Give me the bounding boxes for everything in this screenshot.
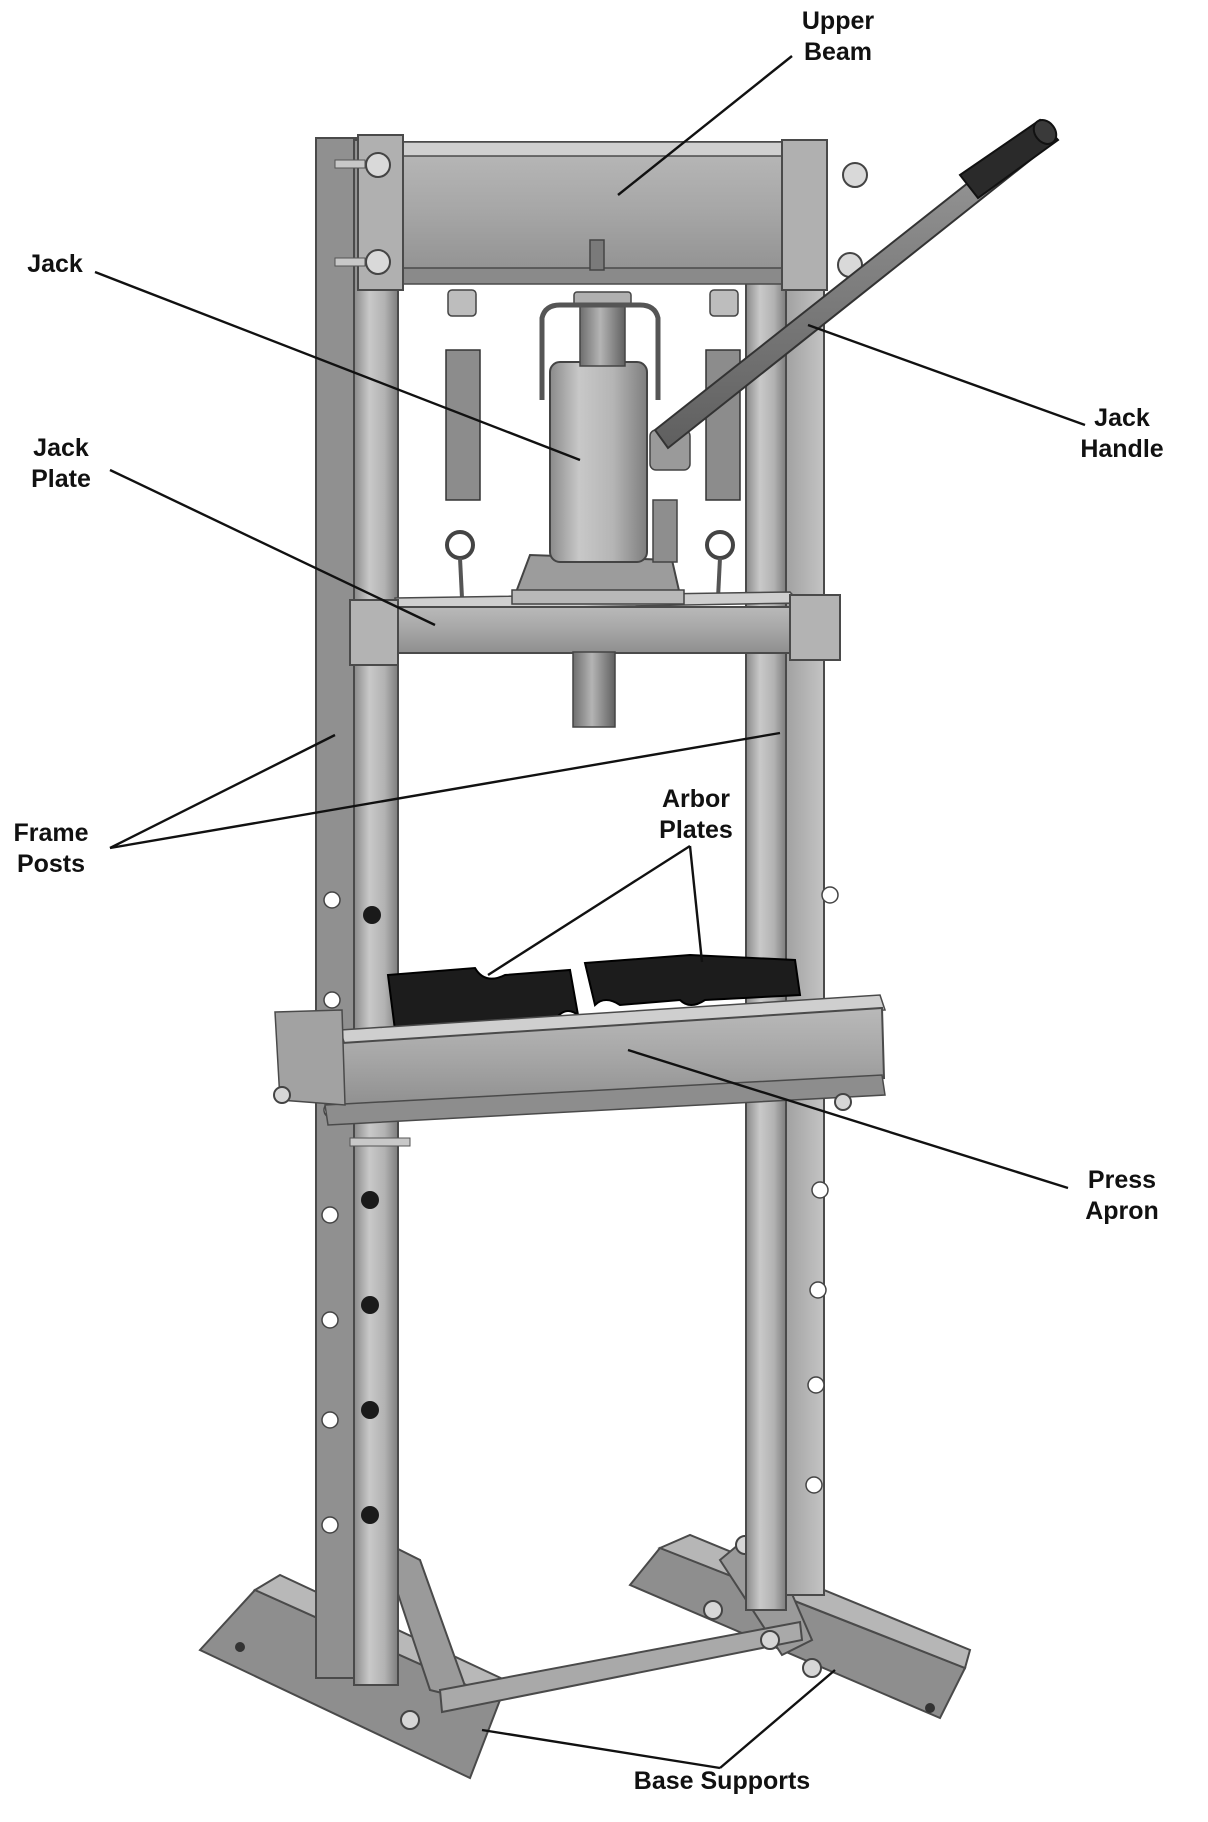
post-hole (323, 991, 341, 1009)
leader-jack-plate (109, 468, 436, 627)
post-hole (807, 1376, 825, 1394)
bolt-shaft (334, 159, 366, 169)
label-jack-handle-line-1: Jack (1094, 404, 1150, 432)
upper-beam-notch (589, 239, 605, 271)
spring-rod-left (458, 557, 464, 599)
bolt (834, 1093, 852, 1111)
jack-plate-bracket-left (349, 599, 399, 666)
bolt (273, 1086, 291, 1104)
label-press-apron-line-2: Apron (1085, 1197, 1159, 1225)
spring-eye-left (445, 530, 475, 560)
jack-cylinder (549, 361, 648, 563)
label-upper-beam: Upper Beam (802, 6, 874, 68)
frame-posts (315, 137, 839, 1686)
label-arbor-plates: Arbor Plates (659, 784, 733, 846)
label-arbor-plates-line-1: Arbor (661, 785, 731, 813)
jack-handle-end (1032, 119, 1058, 145)
label-base-supports: Base Supports (634, 1766, 810, 1797)
leader-base-supports-right (719, 1669, 836, 1769)
label-jack: Jack (27, 249, 83, 280)
apron-pin (349, 1137, 411, 1147)
label-jack-handle-line-2: Handle (1080, 435, 1164, 463)
jack-handle (653, 118, 1060, 450)
leader-arbor-plates-left (487, 844, 691, 977)
bolt (842, 162, 868, 188)
post-hole (811, 1181, 829, 1199)
label-upper-beam-line-1: Upper (801, 7, 875, 35)
post-hole (361, 1191, 379, 1209)
label-jack-plate-line-2: Plate (31, 465, 91, 493)
jack-ram (572, 651, 616, 728)
spring-eye-right (705, 530, 735, 560)
post-hole (321, 1411, 339, 1429)
upper-beam-bracket-right (781, 139, 828, 291)
leader-press-apron (627, 1048, 1069, 1190)
label-frame-posts-line-1: Frame (13, 819, 89, 847)
press-apron-back-flange (274, 1009, 346, 1106)
bolt (235, 1642, 245, 1652)
bolt (925, 1703, 935, 1713)
left-post-back (315, 137, 359, 1679)
jack-release-valve (652, 499, 678, 563)
post-hole (361, 1401, 379, 1419)
spring-left (445, 349, 481, 501)
label-base-supports-line-1: Base Supports (633, 1767, 811, 1795)
spring-rod-right (716, 557, 722, 599)
jack-plate (349, 591, 841, 666)
label-jack-line-1: Jack (27, 250, 83, 278)
bolt (802, 1658, 822, 1678)
upper-beam (334, 134, 868, 291)
leader-arbor-plates-right (688, 845, 704, 963)
label-press-apron: Press Apron (1085, 1165, 1159, 1227)
label-jack-plate-line-1: Jack (33, 434, 89, 462)
bolt (365, 152, 391, 178)
press-apron (273, 994, 887, 1147)
post-hole (821, 886, 839, 904)
bolt (365, 249, 391, 275)
return-springs (445, 289, 741, 599)
jack-base-plate (511, 589, 685, 605)
leader-frame-posts-right (109, 731, 781, 850)
label-jack-plate: Jack Plate (31, 433, 91, 495)
jack-carry-handle (539, 302, 661, 400)
post-hole (321, 1206, 339, 1224)
leader-base-supports-left (481, 1728, 721, 1770)
post-hole (323, 891, 341, 909)
bolt (760, 1630, 780, 1650)
bolt (703, 1600, 723, 1620)
post-hole (321, 1311, 339, 1329)
label-frame-posts: Frame Posts (13, 818, 88, 880)
bolt-shaft (334, 257, 366, 267)
label-press-apron-line-1: Press (1087, 1166, 1157, 1194)
bolt (400, 1710, 420, 1730)
post-hole (809, 1281, 827, 1299)
jack-screw (579, 297, 626, 367)
label-arbor-plates-line-2: Plates (659, 816, 733, 844)
base-cross-brace (438, 1620, 804, 1714)
jack (511, 291, 691, 728)
post-hole (321, 1516, 339, 1534)
right-post-front (745, 149, 787, 1611)
post-hole (361, 1296, 379, 1314)
leader-jack (94, 270, 581, 462)
leader-frame-posts-left (109, 733, 336, 850)
upper-beam-top-flange (394, 141, 788, 157)
leader-lines (94, 55, 1086, 1770)
leader-upper-beam (617, 55, 793, 196)
arbor-plates (386, 953, 802, 1032)
jack-plate-body (394, 606, 796, 654)
jack-handle-grip (958, 118, 1060, 200)
leader-jack-handle (807, 323, 1086, 427)
post-hole (805, 1476, 823, 1494)
spring-hanger-left (447, 289, 477, 317)
jack-plate-bracket-right (789, 594, 841, 661)
label-frame-posts-line-2: Posts (16, 850, 86, 878)
arbor-plate-right (583, 953, 802, 1007)
label-upper-beam-line-2: Beam (803, 38, 873, 66)
spring-hanger-right (709, 289, 739, 317)
label-jack-handle: Jack Handle (1080, 403, 1163, 465)
post-hole (361, 1506, 379, 1524)
post-hole (363, 906, 381, 924)
